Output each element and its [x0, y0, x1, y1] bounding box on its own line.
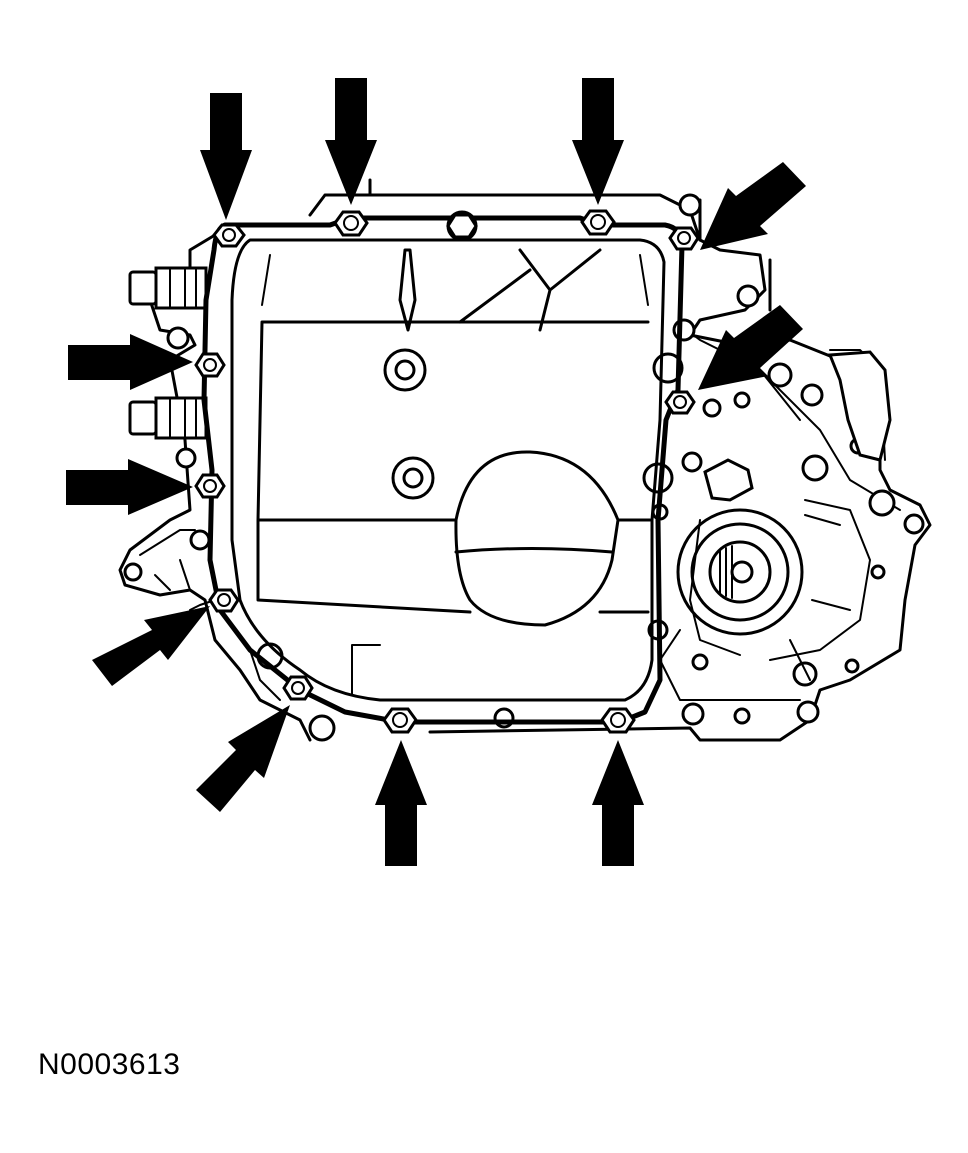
pointer-arrows	[66, 78, 806, 866]
arrow-right-icon	[66, 459, 193, 515]
cooler-fitting-upper	[128, 266, 208, 310]
bolt-icon	[580, 209, 616, 236]
bolt-icon	[194, 473, 226, 499]
output-shaft-seal	[676, 508, 804, 636]
bolt-icon	[668, 226, 700, 251]
arrow-up-icon	[375, 740, 427, 866]
bolt-icon	[212, 223, 246, 248]
transmission-case	[118, 178, 932, 742]
figure-id-label: N0003613	[38, 1048, 181, 1081]
cooler-fitting-lower	[128, 396, 208, 440]
arrow-diagonal-icon	[700, 162, 806, 250]
pan-bolts	[194, 209, 700, 734]
arrow-down-icon	[572, 78, 624, 205]
bolt-icon	[664, 390, 696, 415]
arrow-diagonal-icon	[92, 606, 210, 686]
bolt-icon	[600, 707, 636, 734]
bolt-icon	[282, 675, 314, 701]
arrow-down-icon	[325, 78, 377, 205]
bolt-icon	[208, 588, 240, 613]
arrow-up-icon	[592, 740, 644, 866]
bolt-icon	[333, 210, 369, 237]
arrow-down-icon	[200, 93, 252, 220]
arrow-diagonal-icon	[196, 705, 290, 812]
arrow-diagonal-icon	[698, 305, 803, 390]
bolt-icon	[194, 352, 226, 378]
arrow-right-icon	[68, 334, 193, 390]
bolt-icon	[382, 707, 418, 734]
bolt-icon	[446, 213, 478, 239]
